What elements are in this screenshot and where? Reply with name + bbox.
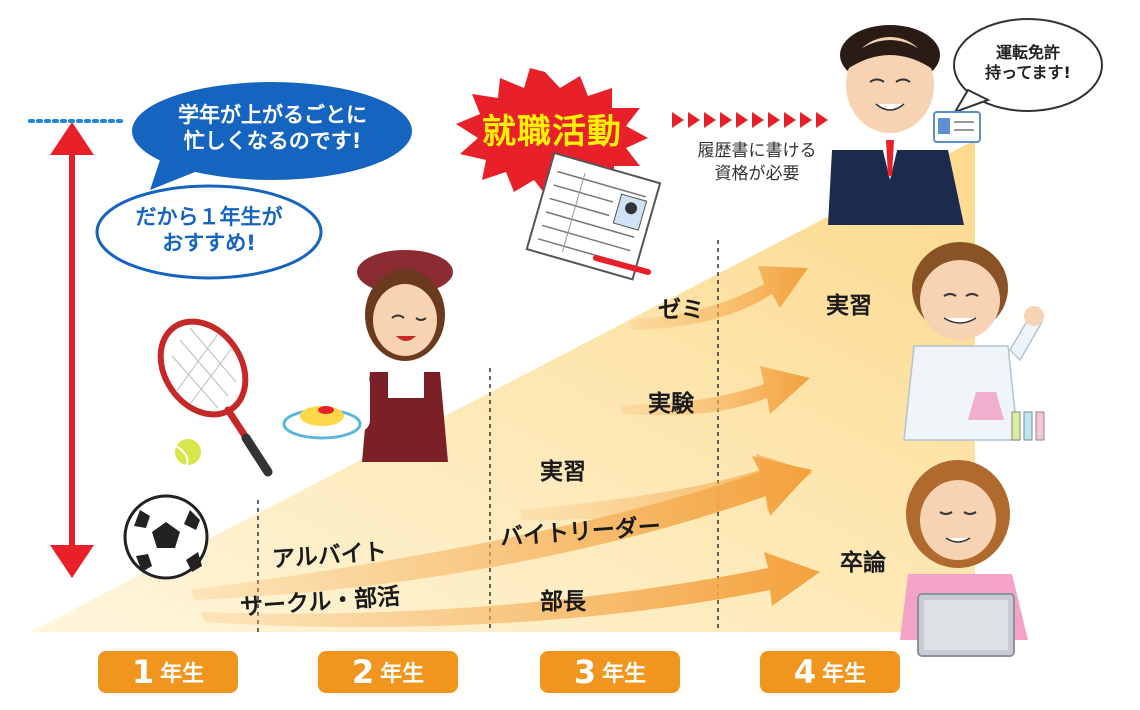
tennis-ball-icon <box>175 439 201 467</box>
year-3-unit: 年生 <box>602 662 647 687</box>
busy-bubble-text: 学年が上がるごとに 忙しくなるのです! <box>178 103 367 154</box>
busy-scale-arrow <box>50 122 94 578</box>
label-experiment: 実験 <box>648 391 694 417</box>
year-1-unit: 年生 <box>160 662 205 687</box>
tennis-racket-icon <box>157 318 273 477</box>
year-4-unit: 年生 <box>822 662 867 687</box>
labcoat-student <box>903 242 1045 441</box>
license-bubble <box>952 18 1103 114</box>
label-bucho: 部長 <box>540 589 586 615</box>
waitress-student <box>282 250 453 462</box>
progress-arrows <box>190 266 820 628</box>
job-hunting-title: 就職活動 <box>482 112 622 152</box>
id-card-icon <box>933 111 981 143</box>
year-4-number: 4 <box>793 653 817 691</box>
job-hunting-note: 履歴書に書ける 資格が必要 <box>697 141 817 184</box>
chevron-arrows <box>672 112 828 128</box>
recommend-bubble-text: だから１年生が おすすめ! <box>135 205 283 256</box>
label-seminar: ゼミ <box>658 297 704 323</box>
label-practice-3: 実習 <box>540 459 586 485</box>
growth-wedge <box>30 140 975 632</box>
thesis-student <box>900 460 1028 657</box>
license-bubble-text: 運転免許 持ってます! <box>985 43 1071 82</box>
year-1-number: 1 <box>131 653 155 691</box>
suit-student <box>828 25 964 225</box>
year-2-number: 2 <box>351 653 375 691</box>
label-practice-4: 実習 <box>826 293 872 319</box>
label-thesis: 卒論 <box>840 550 886 576</box>
busy-bubble <box>132 82 412 190</box>
pen-icon <box>593 255 651 275</box>
soccer-ball-icon <box>123 494 209 580</box>
year-2-unit: 年生 <box>380 662 425 687</box>
year-3-number: 3 <box>573 653 597 691</box>
recommend-bubble <box>95 184 323 280</box>
